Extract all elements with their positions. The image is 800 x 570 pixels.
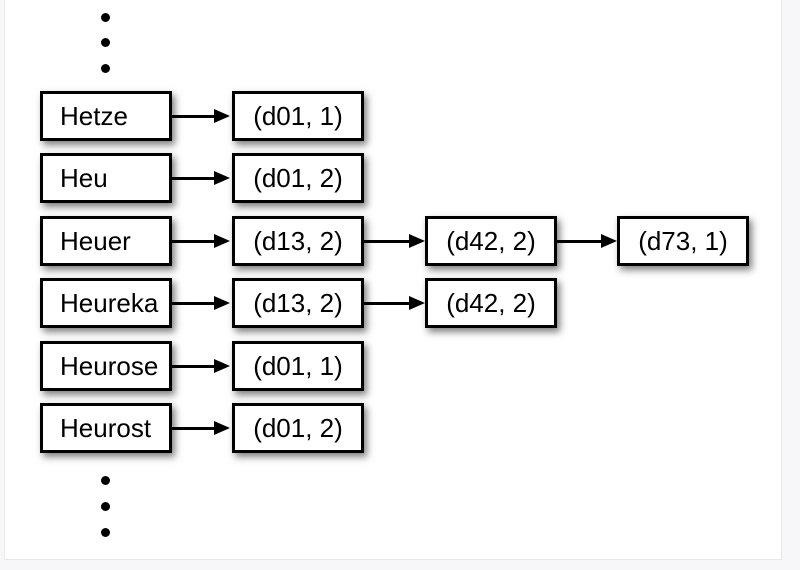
term-label: Heuer — [60, 225, 131, 256]
arrow-right-icon — [172, 365, 214, 368]
term-box-heurost: Heurost — [40, 403, 172, 453]
posting-label: (d01, 1) — [253, 350, 343, 381]
posting-label: (d13, 2) — [253, 287, 343, 318]
posting-label: (d01, 2) — [253, 412, 343, 443]
term-label: Heurost — [60, 412, 152, 443]
posting-box-heuer-1: (d42, 2) — [425, 216, 557, 266]
posting-label: (d73, 1) — [638, 225, 728, 256]
posting-label: (d01, 1) — [253, 100, 343, 131]
posting-box-heurose-0: (d01, 1) — [232, 341, 364, 391]
posting-label: (d42, 2) — [446, 287, 536, 318]
vertical-ellipsis-top-icon — [101, 13, 110, 73]
posting-box-heureka-1: (d42, 2) — [425, 278, 557, 328]
posting-box-heureka-0: (d13, 2) — [232, 278, 364, 328]
term-box-heu: Heu — [40, 153, 172, 203]
dot-icon — [101, 13, 110, 22]
dot-icon — [101, 476, 110, 485]
vertical-ellipsis-bottom-icon — [101, 476, 110, 537]
posting-box-heurost-0: (d01, 2) — [232, 403, 364, 453]
arrow-right-icon — [172, 427, 214, 430]
dot-icon — [101, 502, 110, 511]
term-box-heureka: Heureka — [40, 278, 172, 328]
posting-box-heuer-0: (d13, 2) — [232, 216, 364, 266]
posting-box-hetze-0: (d01, 1) — [232, 91, 364, 141]
term-label: Heurose — [60, 350, 159, 381]
term-box-heuer: Heuer — [40, 216, 172, 266]
term-box-heurose: Heurose — [40, 341, 172, 391]
arrow-right-icon — [364, 302, 409, 305]
arrow-right-icon — [172, 302, 214, 305]
dot-icon — [101, 528, 110, 537]
term-box-hetze: Hetze — [40, 91, 172, 141]
arrow-right-icon — [172, 240, 214, 243]
arrow-right-icon — [172, 177, 214, 180]
arrow-right-icon — [364, 240, 409, 243]
posting-box-heu-0: (d01, 2) — [232, 153, 364, 203]
dot-icon — [101, 38, 110, 47]
posting-box-heuer-2: (d73, 1) — [617, 216, 749, 266]
term-label: Hetze — [60, 100, 128, 131]
posting-label: (d01, 2) — [253, 162, 343, 193]
posting-label: (d13, 2) — [253, 225, 343, 256]
term-label: Heureka — [60, 287, 159, 318]
arrow-right-icon — [557, 240, 601, 243]
term-label: Heu — [60, 162, 108, 193]
dot-icon — [101, 64, 110, 73]
arrow-right-icon — [172, 115, 214, 118]
posting-label: (d42, 2) — [446, 225, 536, 256]
